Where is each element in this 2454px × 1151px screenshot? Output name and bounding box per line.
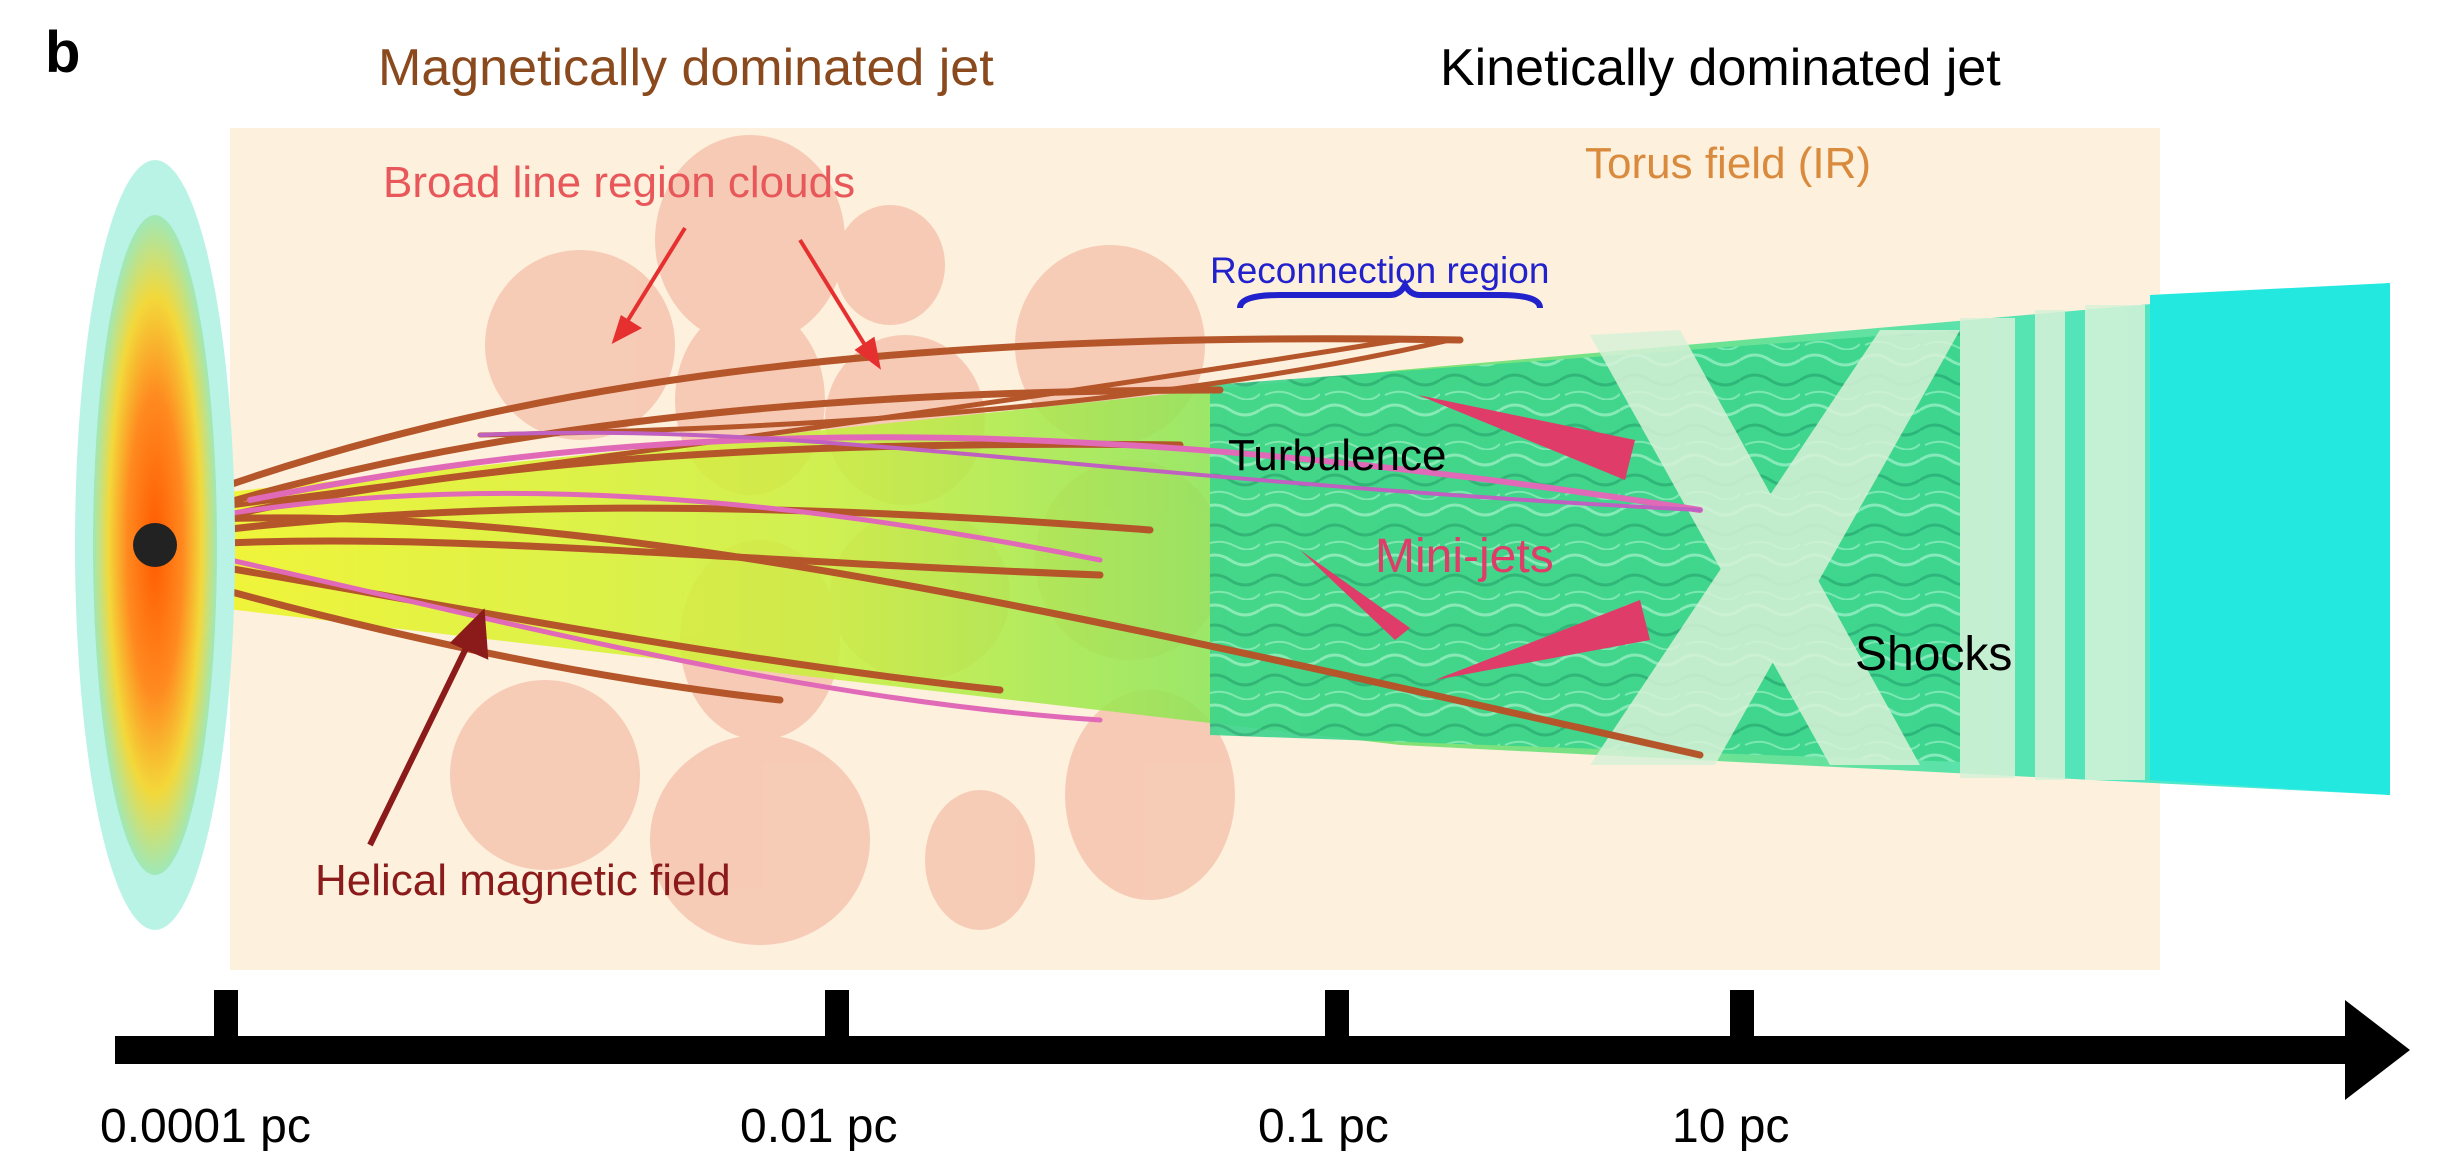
minijets-label: Mini-jets: [1375, 530, 1554, 583]
header-magnetic: Magnetically dominated jet: [378, 39, 994, 97]
torus-label: Torus field (IR): [1585, 139, 1871, 188]
axis-tick-label: 0.0001 pc: [100, 1100, 311, 1151]
helical-label: Helical magnetic field: [315, 856, 731, 905]
mini-jets: [1300, 395, 1650, 680]
shocks-label: Shocks: [1855, 628, 2012, 681]
axis-tick: [825, 990, 849, 1040]
panel-label: b: [45, 20, 80, 85]
axis-tick: [214, 990, 238, 1040]
shocks-region: [1590, 305, 2145, 780]
axis-tick-label: 0.1 pc: [1258, 1100, 1389, 1151]
jet-end: [2150, 283, 2390, 795]
axis-tick-label: 10 pc: [1672, 1100, 1789, 1151]
helical-arrow: [367, 608, 489, 847]
reconnection-label: Reconnection region: [1210, 250, 1549, 291]
turbulence-label: Turbulence: [1228, 431, 1447, 480]
blr-label: Broad line region clouds: [383, 158, 855, 207]
header-kinetic: Kinetically dominated jet: [1440, 39, 2001, 97]
axis-tick: [1325, 990, 1349, 1040]
black-hole: [133, 523, 177, 567]
blr-arrows: [611, 226, 881, 370]
distance-axis: [115, 990, 2410, 1100]
axis-tick: [1730, 990, 1754, 1040]
reconnection-brace: [1237, 278, 1543, 309]
helical-field-lines: [156, 335, 1704, 759]
axis-tick-label: 0.01 pc: [740, 1100, 897, 1151]
